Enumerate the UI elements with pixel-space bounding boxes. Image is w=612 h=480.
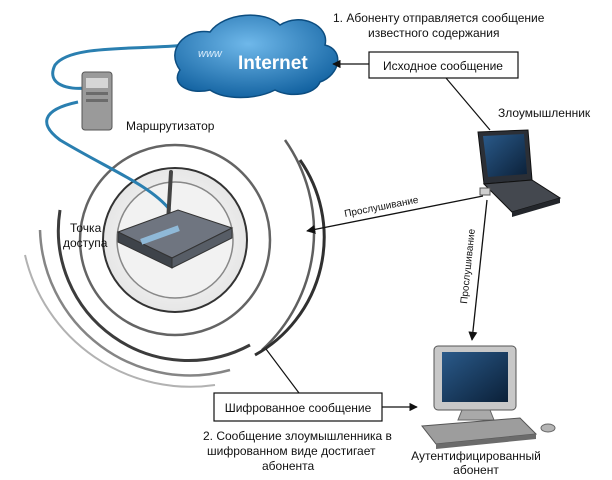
network-cables (45, 43, 189, 211)
laptop-screen (483, 134, 527, 177)
victim-label-line1: Аутентифицированный (411, 449, 541, 463)
router-slot (86, 99, 108, 102)
arrow-sniff-ap (306, 195, 484, 234)
wave-arc (24, 254, 216, 388)
encrypted-message-box (213, 392, 383, 422)
mouse (540, 423, 556, 433)
wave-arc (56, 209, 251, 363)
access-point-label-line2: доступа (63, 236, 108, 250)
wave-arc (254, 159, 326, 357)
laptop-wifi-card (479, 187, 491, 196)
note-top-line2: известного содержания (368, 26, 499, 40)
router-device (81, 71, 113, 131)
encrypted-message-label: Шифрованное сообщение (225, 401, 372, 415)
access-point-label-line1: Точка (70, 221, 102, 235)
www-label: www (198, 48, 223, 60)
note-bottom-line1: 2. Сообщение злоумышленника в (203, 429, 392, 443)
ap-side (171, 227, 233, 269)
wave-arc (38, 229, 231, 377)
keyboard-edge (436, 434, 536, 449)
internet-label: Internet (238, 53, 308, 74)
cloud-shape (174, 14, 339, 99)
router-slot (86, 92, 108, 95)
note-bottom-line2: шифрованном виде достигает (207, 444, 376, 458)
sniff-victim-label: Прослушивание (459, 228, 478, 304)
note-bottom-line3: абонента (262, 459, 315, 473)
source-message-box (368, 51, 519, 79)
note-top-line1: 1. Абоненту отправляется сообщение (333, 11, 545, 25)
laptop-base (482, 179, 562, 213)
router-panel (86, 78, 108, 88)
monitor-screen (442, 352, 508, 402)
access-point-device (116, 170, 234, 269)
monitor-stand (457, 409, 495, 421)
router-label: Маршрутизатор (126, 119, 215, 133)
cable-internet-router (51, 43, 189, 90)
wave-ring (78, 143, 272, 337)
source-message-label: Исходное сообщение (383, 59, 503, 73)
wave-arc (261, 139, 316, 351)
victim-label-line2: абонент (453, 463, 499, 477)
laptop-edge (512, 198, 560, 217)
arrow-sniff-victim (468, 199, 488, 341)
attacker-label: Злоумышленник (498, 106, 591, 120)
line-wave-to-encrypted (265, 348, 300, 394)
internet-cloud: www Internet (174, 14, 339, 99)
victim-computer (421, 345, 556, 449)
attacker-laptop (477, 129, 562, 217)
ap-leds (140, 225, 180, 245)
cable-router-ap (45, 100, 172, 211)
line-attacker-to-source (445, 77, 491, 131)
